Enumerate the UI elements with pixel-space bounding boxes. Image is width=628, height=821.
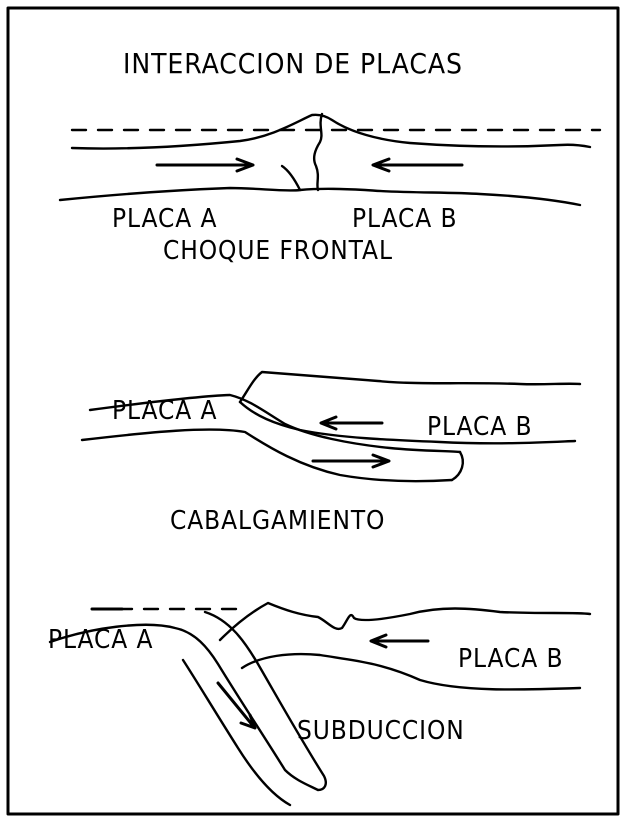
panel2-caption: CABALGAMIENTO [170, 506, 386, 536]
lower-plate-bottom [80, 428, 454, 483]
subducting-plate-outline [48, 610, 327, 792]
panel1-plate-a-label: PLACA A [112, 204, 218, 234]
arrow-underthrust-right [311, 453, 391, 469]
continental-plate-base [240, 652, 582, 691]
panel3-plate-a-label: PLACA A [48, 625, 154, 655]
plate-bottom-outline [58, 186, 582, 207]
figure-title: INTERACCION DE PLACAS [123, 47, 463, 80]
panel1-caption: CHOQUE FRONTAL [163, 236, 393, 266]
panel2-plate-b-label: PLACA B [427, 412, 533, 442]
overriding-plate-outline [238, 370, 582, 404]
panel2-plate-a-label: PLACA A [112, 396, 218, 426]
figure-border [6, 6, 620, 816]
collision-bulge [280, 164, 302, 192]
panel1-plate-b-label: PLACA B [352, 204, 458, 234]
arrow-push-left [371, 157, 464, 173]
panel-subduccion [48, 601, 592, 807]
panel3-caption: SUBDUCCION [297, 716, 465, 746]
lower-plate-top [88, 393, 462, 454]
panel3-plate-b-label: PLACA B [458, 644, 564, 674]
overriding-plate-underside [238, 400, 577, 445]
lower-plate-tip [450, 450, 464, 482]
panel-choque-frontal [58, 112, 602, 207]
plate-a-top-outline [70, 113, 592, 150]
arrow-overthrust-left [319, 415, 384, 431]
collision-suture [312, 112, 324, 192]
arrow-push-right [155, 157, 255, 173]
arrow-subduction-down [216, 681, 257, 730]
arrow-plate-b-left [369, 633, 430, 649]
subducting-plate-upper-edge [181, 658, 292, 807]
continental-plate-top [218, 601, 592, 642]
panel-cabalgamiento [80, 370, 582, 483]
